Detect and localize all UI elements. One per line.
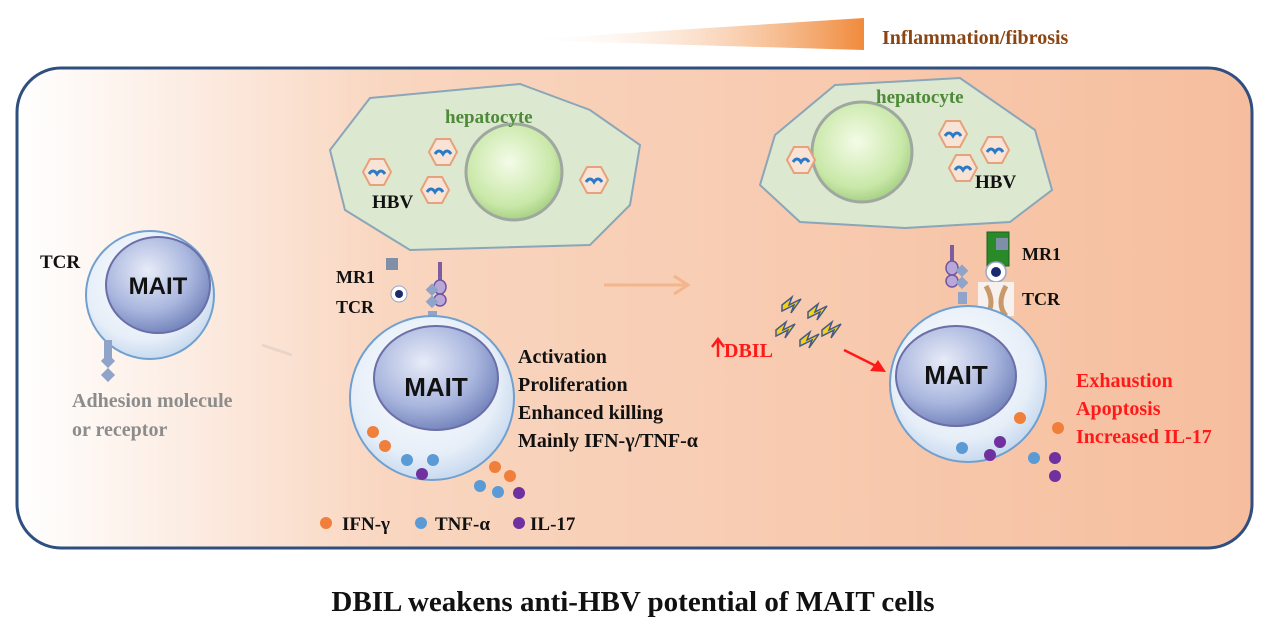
middle-effect-3: Mainly IFN-γ/TNF-α	[518, 430, 698, 452]
middle-effect-1: Proliferation	[518, 374, 628, 396]
transition-arrow	[604, 274, 691, 296]
right-effect-2: Increased IL-17	[1076, 426, 1212, 448]
adhesion-label-line2: or receptor	[72, 419, 167, 441]
right-hbv-label: HBV	[975, 172, 1016, 193]
legend-swatch-tnf	[415, 517, 427, 529]
middle-mr1-label: MR1	[336, 267, 375, 287]
middle-effect-2: Enhanced killing	[518, 402, 663, 424]
middle-tcr-receptor	[425, 262, 447, 323]
right-hepatocyte-label: hepatocyte	[876, 87, 964, 108]
dbil-effect-arrow	[843, 348, 886, 372]
dbil-up-arrow-icon	[711, 336, 725, 357]
right-effect-0: Exhaustion	[1076, 370, 1173, 392]
resting-mait-cell	[85, 230, 215, 360]
right-effect-1: Apoptosis	[1076, 398, 1161, 420]
middle-hepatocyte-nucleus	[464, 122, 564, 222]
activated-mait-label: MAIT	[404, 372, 468, 402]
right-cytokine-granules	[956, 412, 1064, 482]
middle-tcr-label: TCR	[336, 297, 375, 317]
activated-mait-cell	[349, 315, 515, 481]
legend-label-il17: IL-17	[530, 514, 576, 535]
middle-hepatocyte-label: hepatocyte	[445, 107, 533, 128]
lightning-icons	[775, 294, 842, 349]
middle-hbv-virions	[361, 138, 610, 204]
exhausted-mait-cell	[889, 305, 1047, 463]
resting-tcr-label: TCR	[40, 252, 80, 273]
adhesion-receptor-icon	[100, 340, 116, 383]
right-mr1-label: MR1	[1022, 244, 1061, 264]
legend-label-ifn: IFN-γ	[342, 514, 390, 535]
legend-swatch-ifn	[320, 517, 332, 529]
middle-mr1-receptor	[386, 258, 408, 303]
exhausted-mait-label: MAIT	[924, 360, 988, 390]
inflammation-gradient-bar	[520, 18, 864, 50]
figure-caption: DBIL weakens anti-HBV potential of MAIT …	[331, 586, 934, 618]
legend: IFN-γ TNF-α IL-17	[320, 514, 576, 535]
legend-label-tnf: TNF-α	[435, 514, 490, 535]
resting-mait-label: MAIT	[129, 273, 188, 300]
right-hepatocyte-nucleus	[810, 100, 914, 204]
middle-effect-0: Activation	[518, 346, 607, 368]
inflammation-label: Inflammation/fibrosis	[882, 27, 1069, 49]
middle-cytokine-granules	[367, 426, 525, 499]
right-hbv-virions	[785, 120, 1011, 182]
middle-hbv-label: HBV	[372, 192, 413, 213]
adhesion-label-line1: Adhesion molecule	[72, 390, 233, 412]
faint-arrow-1	[261, 343, 293, 357]
dbil-label: DBIL	[724, 340, 773, 362]
legend-swatch-il17	[513, 517, 525, 529]
right-tcr-label: TCR	[1022, 289, 1061, 309]
